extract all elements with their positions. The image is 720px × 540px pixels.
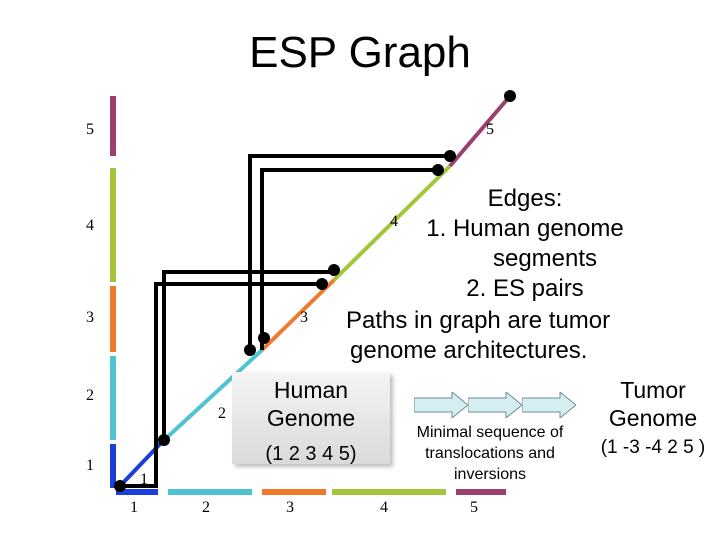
- minimal-sequence-caption: Minimal sequence of translocations and i…: [404, 422, 576, 485]
- minimal-line: Minimal sequence of: [416, 424, 564, 441]
- tumor-genome-line: Genome: [608, 405, 698, 431]
- node: [114, 480, 126, 492]
- y-label-5: 5: [86, 121, 94, 138]
- human-genome-label: Human: [273, 377, 349, 403]
- paths-line: genome architectures.: [350, 337, 588, 364]
- x-label-5: 5: [470, 499, 478, 516]
- edges-line: Edges:: [487, 185, 563, 212]
- edges-line: 2. ES pairs: [466, 275, 584, 302]
- x-label-3: 3: [286, 499, 294, 516]
- tumor-genome-label: Tumor Genome (1 -3 -4 2 5 ): [586, 376, 720, 462]
- es-path-a: [120, 282, 322, 488]
- node: [328, 264, 340, 276]
- diag-label-1: 1: [140, 471, 148, 488]
- human-genome-box: Human Genome (1 2 3 4 5): [232, 372, 390, 465]
- edges-line: 1. Human genome: [426, 215, 624, 242]
- diag-segment-5: [448, 94, 512, 168]
- node: [316, 278, 328, 290]
- node: [244, 344, 256, 356]
- tumor-genome-line: Tumor: [620, 377, 686, 403]
- page-title: ESP Graph: [249, 28, 471, 77]
- edges-line: segments: [492, 245, 598, 272]
- diag-label-4: 4: [390, 213, 398, 230]
- diag-segment-3: [260, 278, 336, 352]
- es-path-c: [260, 168, 438, 350]
- node: [158, 434, 170, 446]
- y-label-3: 3: [86, 309, 94, 326]
- diag-label-3: 3: [300, 309, 308, 326]
- y-label-4: 4: [86, 217, 94, 234]
- node: [444, 150, 456, 162]
- minimal-line: inversions: [453, 466, 527, 483]
- paths-line: Paths in graph are tumor: [346, 307, 611, 334]
- es-path-d: [248, 154, 450, 350]
- node: [504, 90, 516, 102]
- right-arrow-icon: [522, 392, 576, 418]
- y-label-1: 1: [86, 457, 94, 474]
- es-path-b: [162, 270, 334, 442]
- y-label-2: 2: [86, 387, 94, 404]
- tumor-genome-sequence: (1 -3 -4 2 5 ): [600, 437, 706, 458]
- diag-label-5: 5: [486, 121, 494, 138]
- diag-label-2: 2: [218, 405, 226, 422]
- right-arrow-icon: [468, 392, 522, 418]
- minimal-line: translocations and: [425, 445, 555, 462]
- x-label-4: 4: [380, 499, 388, 516]
- human-genome-sequence: (1 2 3 4 5): [265, 443, 357, 465]
- edges-description: Edges: 1. Human genome segments 2. ES pa…: [400, 184, 650, 304]
- paths-description: Paths in graph are tumor genome architec…: [346, 306, 636, 366]
- human-genome-label: Genome: [266, 405, 356, 431]
- node: [432, 164, 444, 176]
- x-label-1: 1: [130, 499, 138, 516]
- node: [258, 332, 270, 344]
- x-label-2: 2: [202, 499, 210, 516]
- right-arrow-icon: [414, 392, 468, 418]
- diag-segment-4: [332, 164, 452, 282]
- diag-segment-2: [160, 348, 264, 444]
